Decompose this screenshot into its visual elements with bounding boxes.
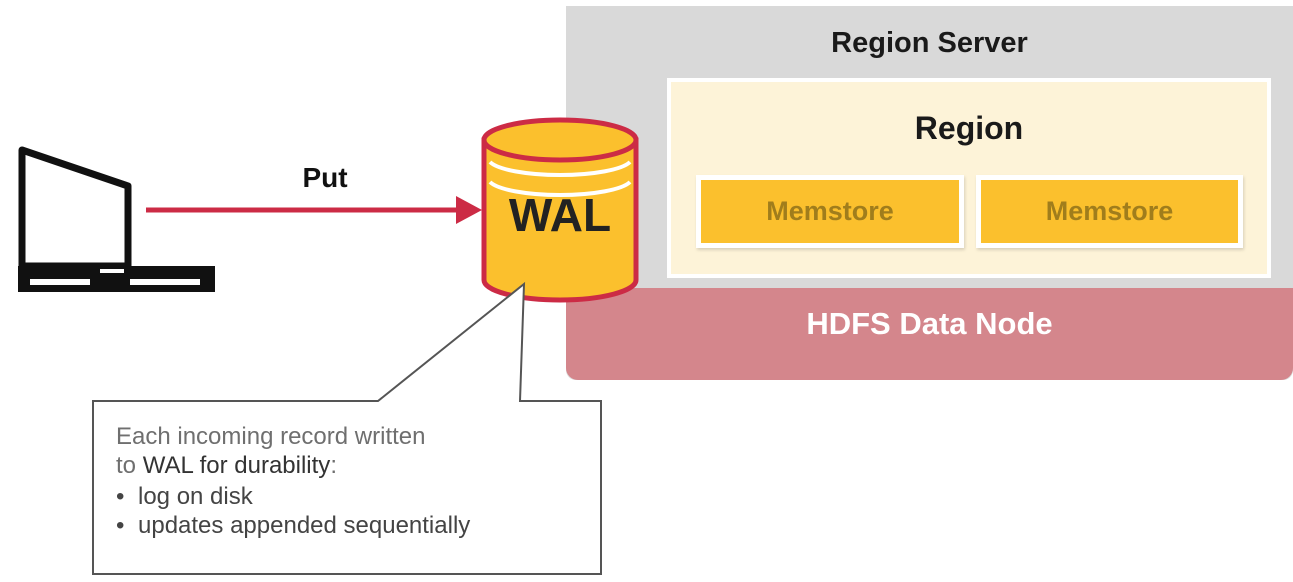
wal-label: WAL — [508, 189, 612, 241]
wal-cylinder-icon — [481, 117, 639, 303]
callout-line-1: Each incoming record written — [116, 423, 426, 450]
memstore-1: Memstore — [696, 175, 964, 248]
put-label: Put — [302, 162, 348, 193]
callout-bullet-list: log on disk updates appended sequentiall… — [116, 482, 606, 540]
callout-line-2-prefix: to — [116, 452, 143, 479]
callout-bullet-2: updates appended sequentially — [116, 511, 606, 540]
laptop-icon — [18, 146, 215, 292]
put-arrow — [146, 196, 482, 224]
callout-bullet-1: log on disk — [116, 482, 606, 511]
callout-line-2-strong: WAL for durability — [142, 452, 331, 479]
region-title: Region — [914, 110, 1024, 146]
hdfs-data-node-box — [566, 288, 1293, 380]
callout-text: Each incoming record written to WAL for … — [116, 422, 606, 540]
region-server-title: Region Server — [831, 27, 1028, 59]
callout-line-2-suffix: : — [330, 452, 337, 479]
hdfs-data-node-label: HDFS Data Node — [806, 306, 1053, 341]
memstore-2: Memstore — [976, 175, 1243, 248]
callout-line-2: to WAL for durability: — [116, 451, 606, 480]
